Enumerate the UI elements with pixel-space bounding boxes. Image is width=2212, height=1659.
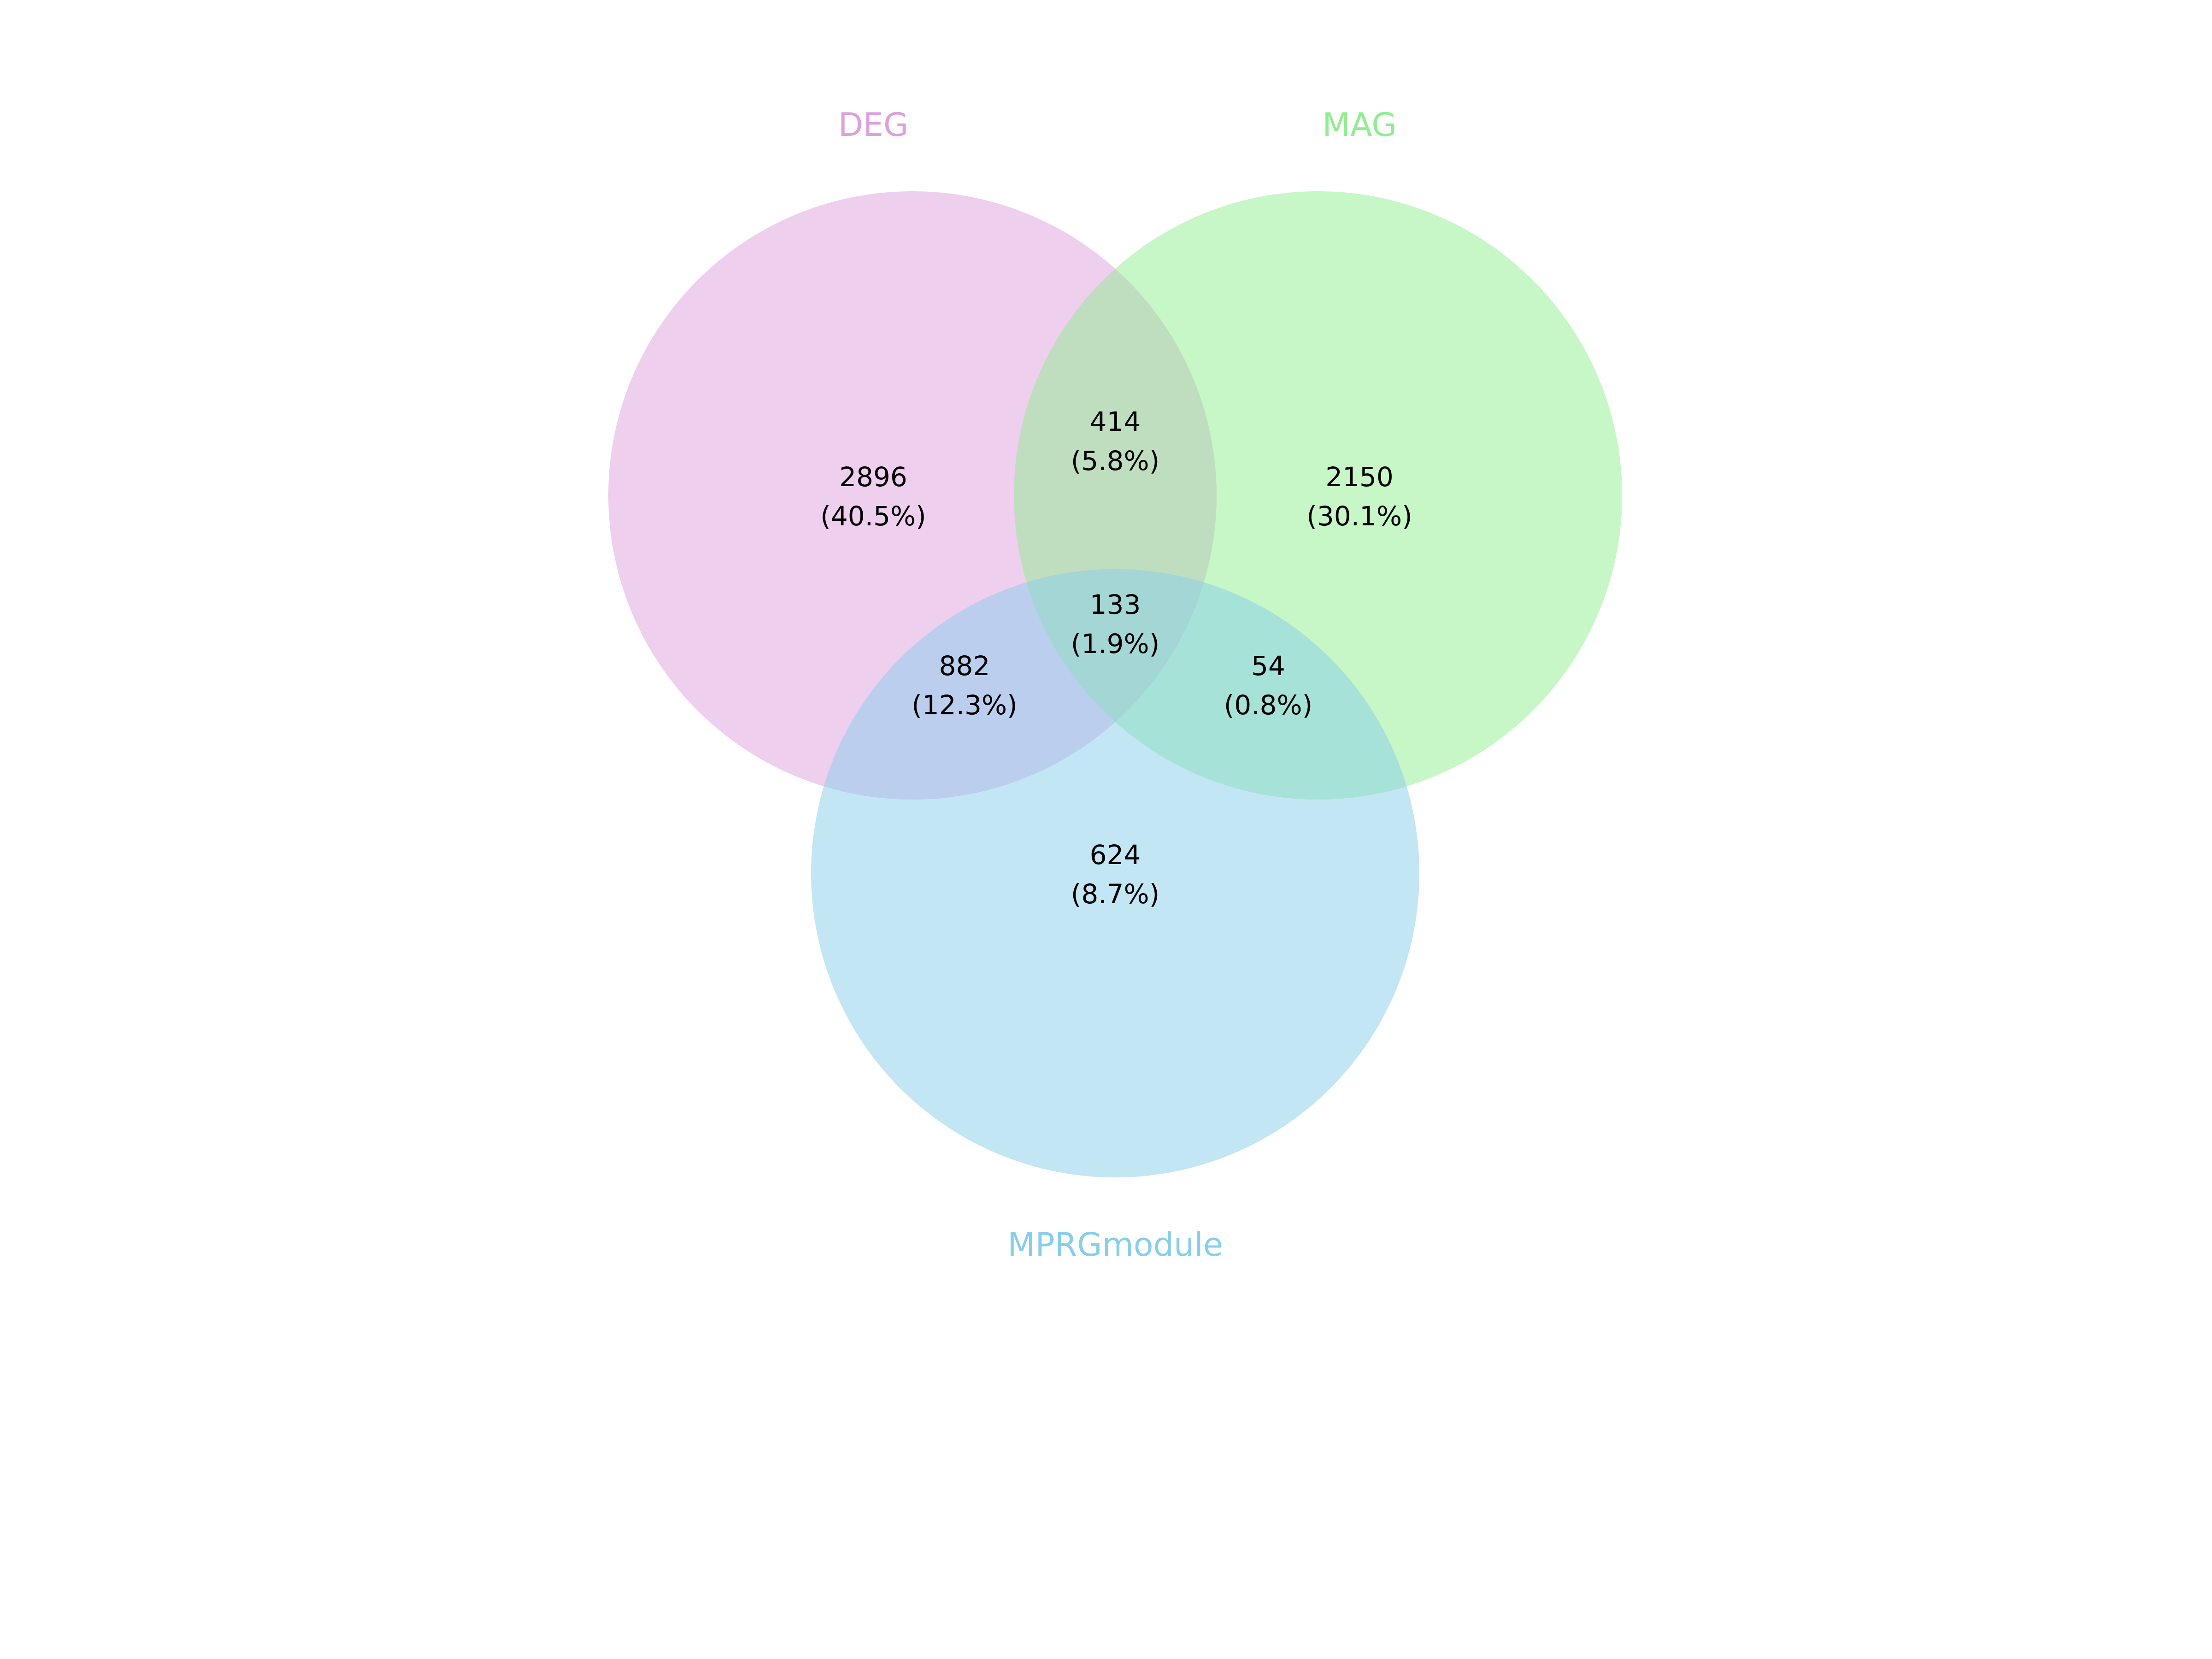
region-count: 54 [1251,650,1285,682]
region-count: 414 [1090,406,1141,437]
set-label-deg: DEG [838,106,908,144]
region-count: 2896 [839,461,907,493]
region-count: 882 [939,650,990,682]
circles [608,191,1622,1177]
region-deg-mag: 414 (5.8%) [1071,406,1160,477]
region-mprg-only: 624 (8.7%) [1071,839,1160,910]
region-percent: (12.3%) [912,689,1018,721]
region-count: 133 [1090,589,1141,620]
set-label-mprg: MPRGmodule [1007,1226,1223,1264]
region-mag-only: 2150 (30.1%) [1306,461,1412,532]
region-percent: (5.8%) [1071,445,1160,477]
set-label-mag: MAG [1322,106,1396,144]
region-percent: (40.5%) [820,500,926,532]
region-percent: (8.7%) [1071,878,1160,910]
region-deg-mprg: 882 (12.3%) [912,650,1018,721]
region-labels: 2896 (40.5%) 2150 (30.1%) 624 (8.7%) 414… [820,406,1412,910]
region-count: 2150 [1325,461,1394,493]
region-percent: (0.8%) [1224,689,1313,721]
region-count: 624 [1090,839,1141,871]
region-percent: (30.1%) [1306,500,1412,532]
region-deg-only: 2896 (40.5%) [820,461,926,532]
region-percent: (1.9%) [1071,628,1160,659]
region-all-three: 133 (1.9%) [1071,589,1160,659]
set-labels: DEG MAG MPRGmodule [838,106,1397,1264]
mprg-circle [811,569,1419,1177]
region-mag-mprg: 54 (0.8%) [1224,650,1313,721]
